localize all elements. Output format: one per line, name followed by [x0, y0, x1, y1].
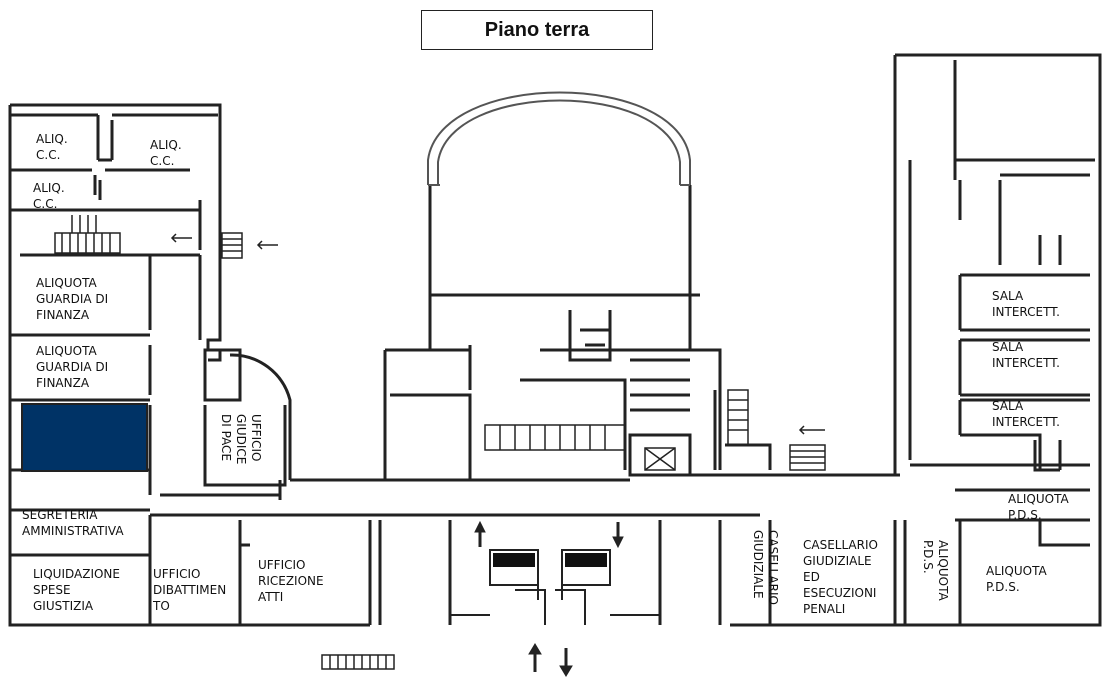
entrance-arrows [474, 520, 624, 677]
room-sala-intercett-3[interactable]: SALA INTERCETT. [992, 399, 1060, 429]
elevator [644, 447, 676, 471]
room-aliq-cc-2[interactable]: ALIQ. C.C. [150, 138, 182, 168]
stairs-central-right [727, 389, 749, 446]
room-sala-intercett-2[interactable]: SALA INTERCETT. [992, 340, 1060, 370]
room-casellario-giudiziale[interactable]: CASELLARIO GIUDIZIALE [751, 530, 780, 605]
room-aliquota-pds-2[interactable]: ALIQUOTA P.D.S. [1008, 492, 1069, 522]
dome-outline [427, 91, 691, 185]
left-wing-outer-wall [10, 103, 222, 350]
room-aliq-cc-3[interactable]: ALIQ. C.C. [33, 181, 65, 211]
room-aliquota-pds-vertical[interactable]: ALIQUOTA P.D.S. [921, 540, 950, 601]
room-ufficio-dibattimento[interactable]: UFFICIO DIBATTIMEN TO [153, 567, 227, 613]
room-aliquota-guardia-finanza-2[interactable]: ALIQUOTA GUARDIA DI FINANZA [36, 344, 109, 390]
room-aliq-cc-1[interactable]: ALIQ. C.C. [36, 132, 68, 162]
stairs-bottom [321, 654, 395, 670]
entrance-block-left [489, 549, 539, 586]
stairs-central [484, 424, 626, 451]
right-wing-outer-wall [730, 53, 1102, 627]
room-ufficio-giudice-di-pace[interactable]: UFFICIO GIUDICE DI PACE [219, 414, 263, 465]
room-aliquota-pds-1[interactable]: ALIQUOTA P.D.S. [986, 564, 1047, 594]
room-casellario-esecuzioni-penali[interactable]: CASELLARIO GIUDIZIALE ED ESECUZIONI PENA… [803, 538, 878, 616]
room-sala-intercett-1[interactable]: SALA INTERCETT. [992, 289, 1060, 319]
room-segreteria-amministrativa[interactable]: SEGRETERIA AMMINISTRATIVA [22, 508, 124, 538]
central-block-wall [428, 185, 692, 350]
entrance-block-right [561, 549, 611, 586]
room-ufficio-ricezione-atti[interactable]: UFFICIO RICEZIONE ATTI [258, 558, 324, 604]
room-liquidazione-spese-giustizia[interactable]: LIQUIDAZIONE SPESE GIUSTIZIA [33, 567, 120, 613]
page-title: Piano terra [421, 10, 653, 50]
highlighted-room [21, 403, 148, 472]
room-aliquota-guardia-finanza-1[interactable]: ALIQUOTA GUARDIA DI FINANZA [36, 276, 109, 322]
